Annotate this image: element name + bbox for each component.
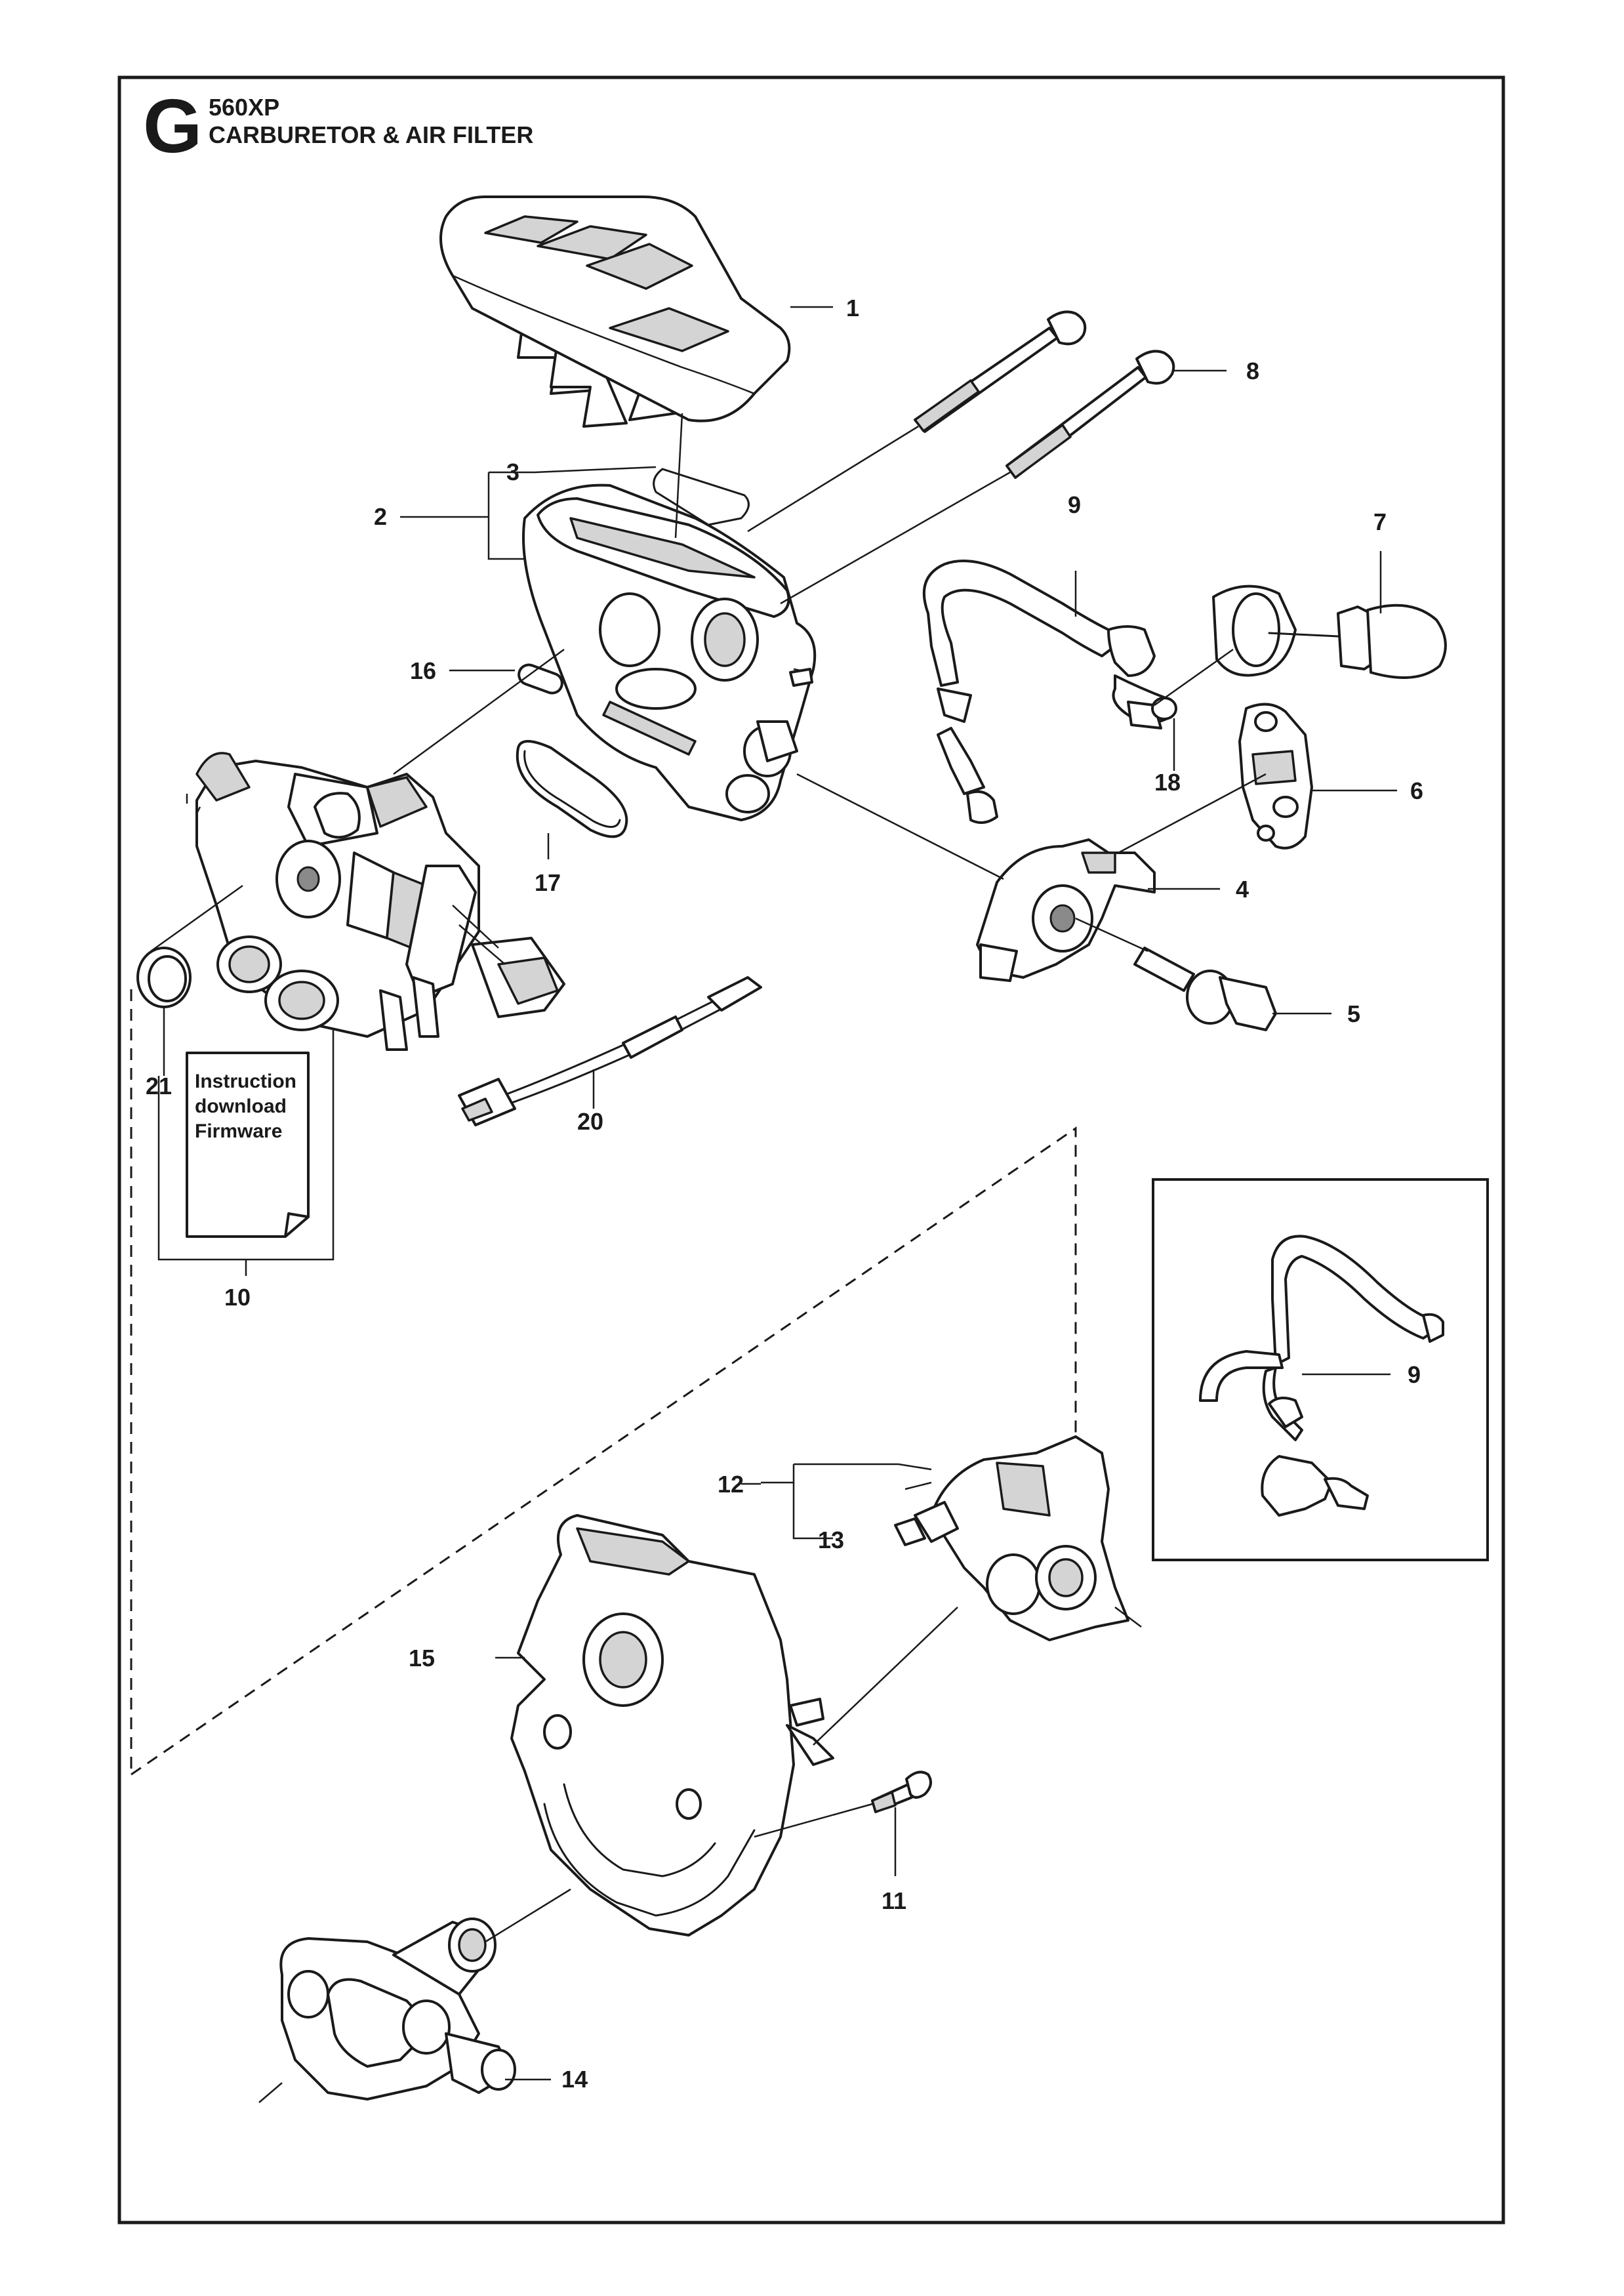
instruction-line-2: download xyxy=(195,1096,287,1117)
callout-21: 21 xyxy=(146,1073,172,1099)
callout-10-bracket xyxy=(157,1030,335,1276)
callout-16: 16 xyxy=(410,657,436,684)
section-letter: G xyxy=(143,83,202,169)
page-title: CARBURETOR & AIR FILTER xyxy=(209,121,533,148)
part-18-nipple xyxy=(1151,697,1177,720)
callout-13: 13 xyxy=(818,1527,844,1553)
part-1-air-filter xyxy=(439,195,833,428)
part-3-gasket xyxy=(653,468,750,526)
part-12-carb-holder xyxy=(904,1435,1142,1641)
part-17-gasket xyxy=(516,740,628,859)
subassembly-boundary xyxy=(130,989,1077,1776)
part-4-choke xyxy=(976,838,1220,982)
callout-2: 2 xyxy=(374,503,387,530)
instruction-card: Instruction download Firmware xyxy=(186,1052,310,1238)
callout-10: 10 xyxy=(224,1284,251,1311)
part-15-cover xyxy=(495,1514,834,1937)
callout-8: 8 xyxy=(1246,358,1259,384)
instruction-line-3: Firmware xyxy=(195,1120,282,1142)
part-20-wire-harness xyxy=(458,976,762,1126)
callout-numbers: 1 2 3 4 5 6 7 8 9 9 10 11 12 13 14 15 16… xyxy=(146,295,1423,2093)
part-6-bracket xyxy=(1238,703,1397,850)
callout-5: 5 xyxy=(1347,1000,1360,1027)
part-21-seal-ring xyxy=(136,947,192,1076)
callout-12: 12 xyxy=(718,1471,744,1498)
lower-guide-lines xyxy=(485,1607,958,1943)
part-5-shaft xyxy=(1133,947,1331,1031)
part-2-intake-housing xyxy=(522,483,817,821)
callout-9: 9 xyxy=(1068,491,1081,518)
callout-17: 17 xyxy=(535,869,561,896)
inset-part-9 xyxy=(1152,1178,1489,1561)
callout-12-13-bracket xyxy=(741,1463,932,1540)
part-9-fuel-hose xyxy=(922,560,1175,824)
callout-20: 20 xyxy=(577,1108,603,1135)
assembly-guide-lines xyxy=(150,413,1267,953)
callout-1: 1 xyxy=(846,295,859,321)
callout-11: 11 xyxy=(882,1887,906,1914)
page-header: G 560XP CARBURETOR & AIR FILTER xyxy=(143,83,533,169)
callout-2-3-bracket xyxy=(400,466,657,560)
model-name: 560XP xyxy=(209,94,279,121)
callout-18: 18 xyxy=(1154,769,1181,796)
part-16-small-seal xyxy=(449,663,563,695)
callout-3: 3 xyxy=(506,459,519,485)
callout-15: 15 xyxy=(409,1645,435,1671)
part-13-nut xyxy=(894,1517,926,1546)
part-11-screw xyxy=(871,1771,932,1876)
callout-6: 6 xyxy=(1410,777,1423,804)
instruction-line-1: Instruction xyxy=(195,1071,296,1092)
part-14-intake-manifold xyxy=(258,1917,551,2103)
callout-9-inset: 9 xyxy=(1408,1361,1421,1388)
part-8-bolts xyxy=(914,310,1227,479)
callout-7: 7 xyxy=(1373,508,1387,535)
part-10-carburetor xyxy=(186,752,565,1051)
callout-4: 4 xyxy=(1236,876,1249,903)
callout-14: 14 xyxy=(561,2066,588,2093)
part-7-primer-bulb xyxy=(1212,551,1447,679)
page-frame xyxy=(117,75,1505,2224)
